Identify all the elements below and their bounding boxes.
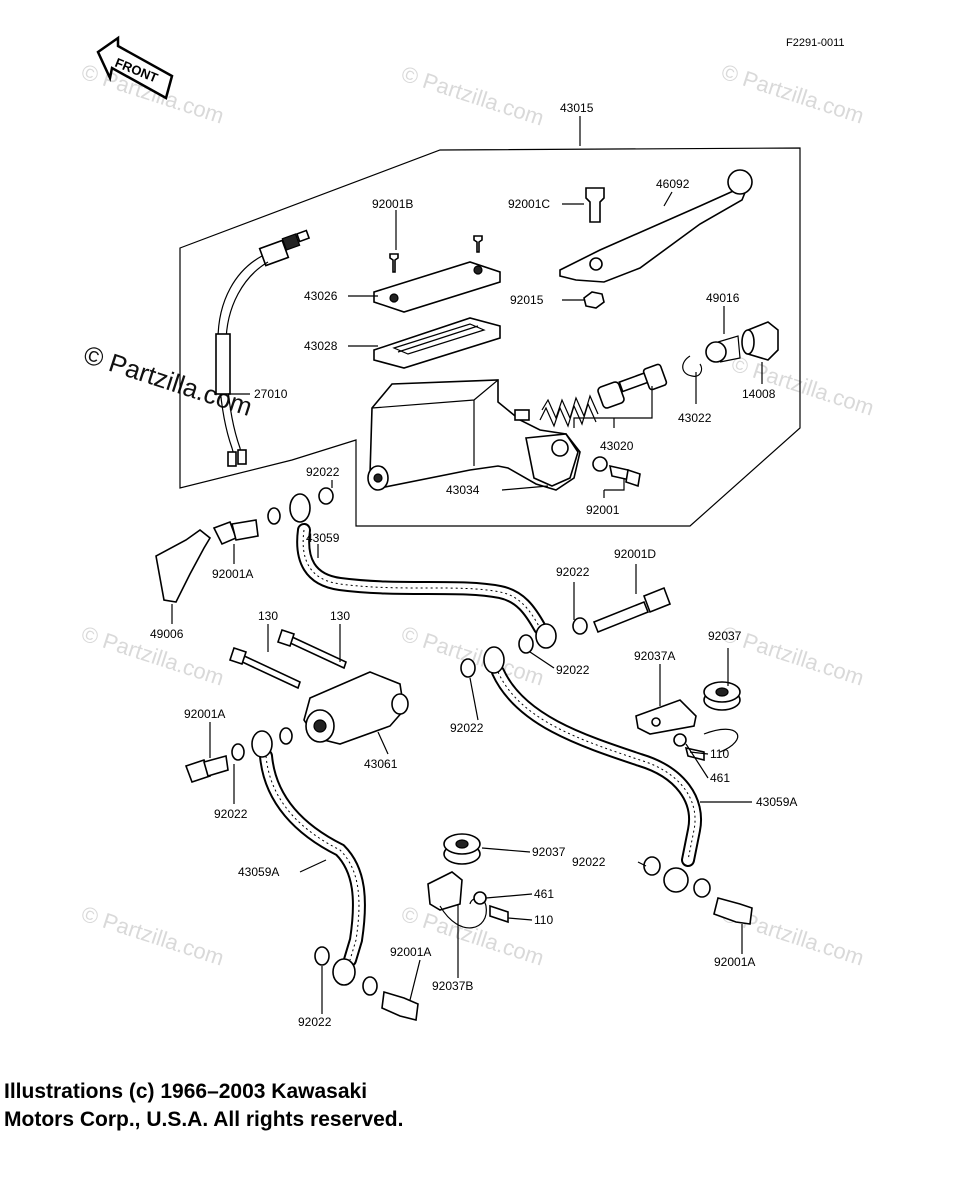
- callout-130: 130: [258, 609, 278, 623]
- washer-92022-mid2: [518, 634, 534, 654]
- master-cylinder-body: [367, 379, 581, 491]
- boot-washer: [705, 335, 741, 363]
- bolts-130: [228, 628, 347, 690]
- watermark: © Partzilla.com: [398, 61, 547, 131]
- callout-43061: 43061: [364, 757, 398, 771]
- callout-27010: 27010: [254, 387, 288, 401]
- callout-92015: 92015: [510, 293, 544, 307]
- callout-92037A: 92037A: [634, 649, 675, 663]
- banjo-bolt-d: [572, 586, 672, 635]
- callouts: 43015 92001B 92001C 46092 43026 92015 49…: [150, 101, 797, 1029]
- brake-light-switch: [215, 229, 311, 467]
- leader-lines: [171, 116, 763, 1014]
- callout-49016: 49016: [706, 291, 740, 305]
- callout-43059A: 43059A: [756, 795, 797, 809]
- callout-92037: 92037: [708, 629, 742, 643]
- grommet-lower: [443, 833, 481, 865]
- bracket-a: [635, 699, 697, 735]
- callout-43026: 43026: [304, 289, 338, 303]
- callout-110: 110: [534, 913, 553, 927]
- callout-461: 461: [710, 771, 730, 785]
- watermark: © Partzilla.com: [78, 901, 227, 971]
- dust-boot: [741, 321, 779, 361]
- watermark: © Partzilla.com: [398, 901, 547, 971]
- callout-43020: 43020: [600, 439, 634, 453]
- callout-43059A: 43059A: [238, 865, 279, 879]
- brake-hose-upper: [289, 493, 557, 649]
- front-arrow-icon: FRONT: [96, 35, 174, 100]
- callout-110: 110: [710, 747, 729, 761]
- watermarks: © Partzilla.com © Partzilla.com © Partzi…: [78, 59, 877, 971]
- callout-14008: 14008: [742, 387, 776, 401]
- lever-pivot-bolt: [585, 187, 605, 223]
- callout-43028: 43028: [304, 339, 338, 353]
- brake-lever: [559, 169, 753, 283]
- assembly-outline: [179, 147, 801, 527]
- callout-43059: 43059: [306, 531, 340, 545]
- banjo-bolt-top: [212, 487, 334, 546]
- diaphragm: [373, 317, 501, 369]
- callout-92001: 92001: [586, 503, 620, 517]
- banjo-bolt-right: [713, 897, 753, 925]
- watermark: © Partzilla.com: [398, 621, 547, 691]
- callout-49006: 49006: [150, 627, 184, 641]
- copyright-line-2: Motors Corp., U.S.A. All rights reserved…: [4, 1108, 404, 1131]
- callout-92037B: 92037B: [432, 979, 473, 993]
- washer-92022-bottom: [314, 946, 330, 966]
- callout-92022: 92022: [298, 1015, 332, 1029]
- cap-screws: [389, 235, 483, 273]
- clip-right: [703, 728, 739, 753]
- brake-hose-joint: [303, 671, 409, 745]
- piston-set: [539, 363, 668, 428]
- bolt-110-lower: [489, 904, 509, 924]
- washer-461-right: [673, 733, 687, 747]
- washer-461-lower: [473, 891, 487, 905]
- bleeder-cap: [155, 528, 212, 603]
- callout-92037: 92037: [532, 845, 566, 859]
- callout-92022: 92022: [572, 855, 606, 869]
- bracket-b: [427, 871, 487, 929]
- callout-43015: 43015: [560, 101, 594, 115]
- watermark: © Partzilla.com: [718, 59, 867, 129]
- callout-92001B: 92001B: [372, 197, 413, 211]
- callout-92022: 92022: [556, 663, 590, 677]
- clamp-bolt: [592, 456, 641, 488]
- lever-nut: [583, 291, 605, 309]
- copyright-line-1: Illustrations (c) 1966–2003 Kawasaki: [4, 1080, 368, 1103]
- callout-92001A: 92001A: [714, 955, 755, 969]
- grommet-right: [703, 681, 741, 711]
- callout-92001D: 92001D: [614, 547, 656, 561]
- figure-code: F2291-0011: [786, 37, 845, 49]
- callout-92022: 92022: [306, 465, 340, 479]
- callout-43022: 43022: [678, 411, 712, 425]
- callout-92022: 92022: [214, 807, 248, 821]
- callout-43034: 43034: [446, 483, 480, 497]
- callout-92022: 92022: [450, 721, 484, 735]
- brake-hose-left: [251, 730, 366, 986]
- callout-130: 130: [330, 609, 350, 623]
- washer-92022-mid: [460, 658, 476, 678]
- callout-46092: 46092: [656, 177, 690, 191]
- banjo-bolt-left: [184, 727, 293, 784]
- banjo-bolt-bottom: [381, 990, 419, 1021]
- reservoir-cap: [373, 261, 501, 313]
- callout-461: 461: [534, 887, 554, 901]
- callout-92001A: 92001A: [212, 567, 253, 581]
- watermark: © Partzilla.com: [728, 351, 877, 421]
- callout-92001A: 92001A: [184, 707, 225, 721]
- callout-92022: 92022: [556, 565, 590, 579]
- callout-92001A: 92001A: [390, 945, 431, 959]
- callout-92001C: 92001C: [508, 197, 550, 211]
- brake-hose-right: [483, 646, 711, 898]
- circlip: [682, 355, 703, 377]
- washer-bottom-2: [362, 976, 378, 996]
